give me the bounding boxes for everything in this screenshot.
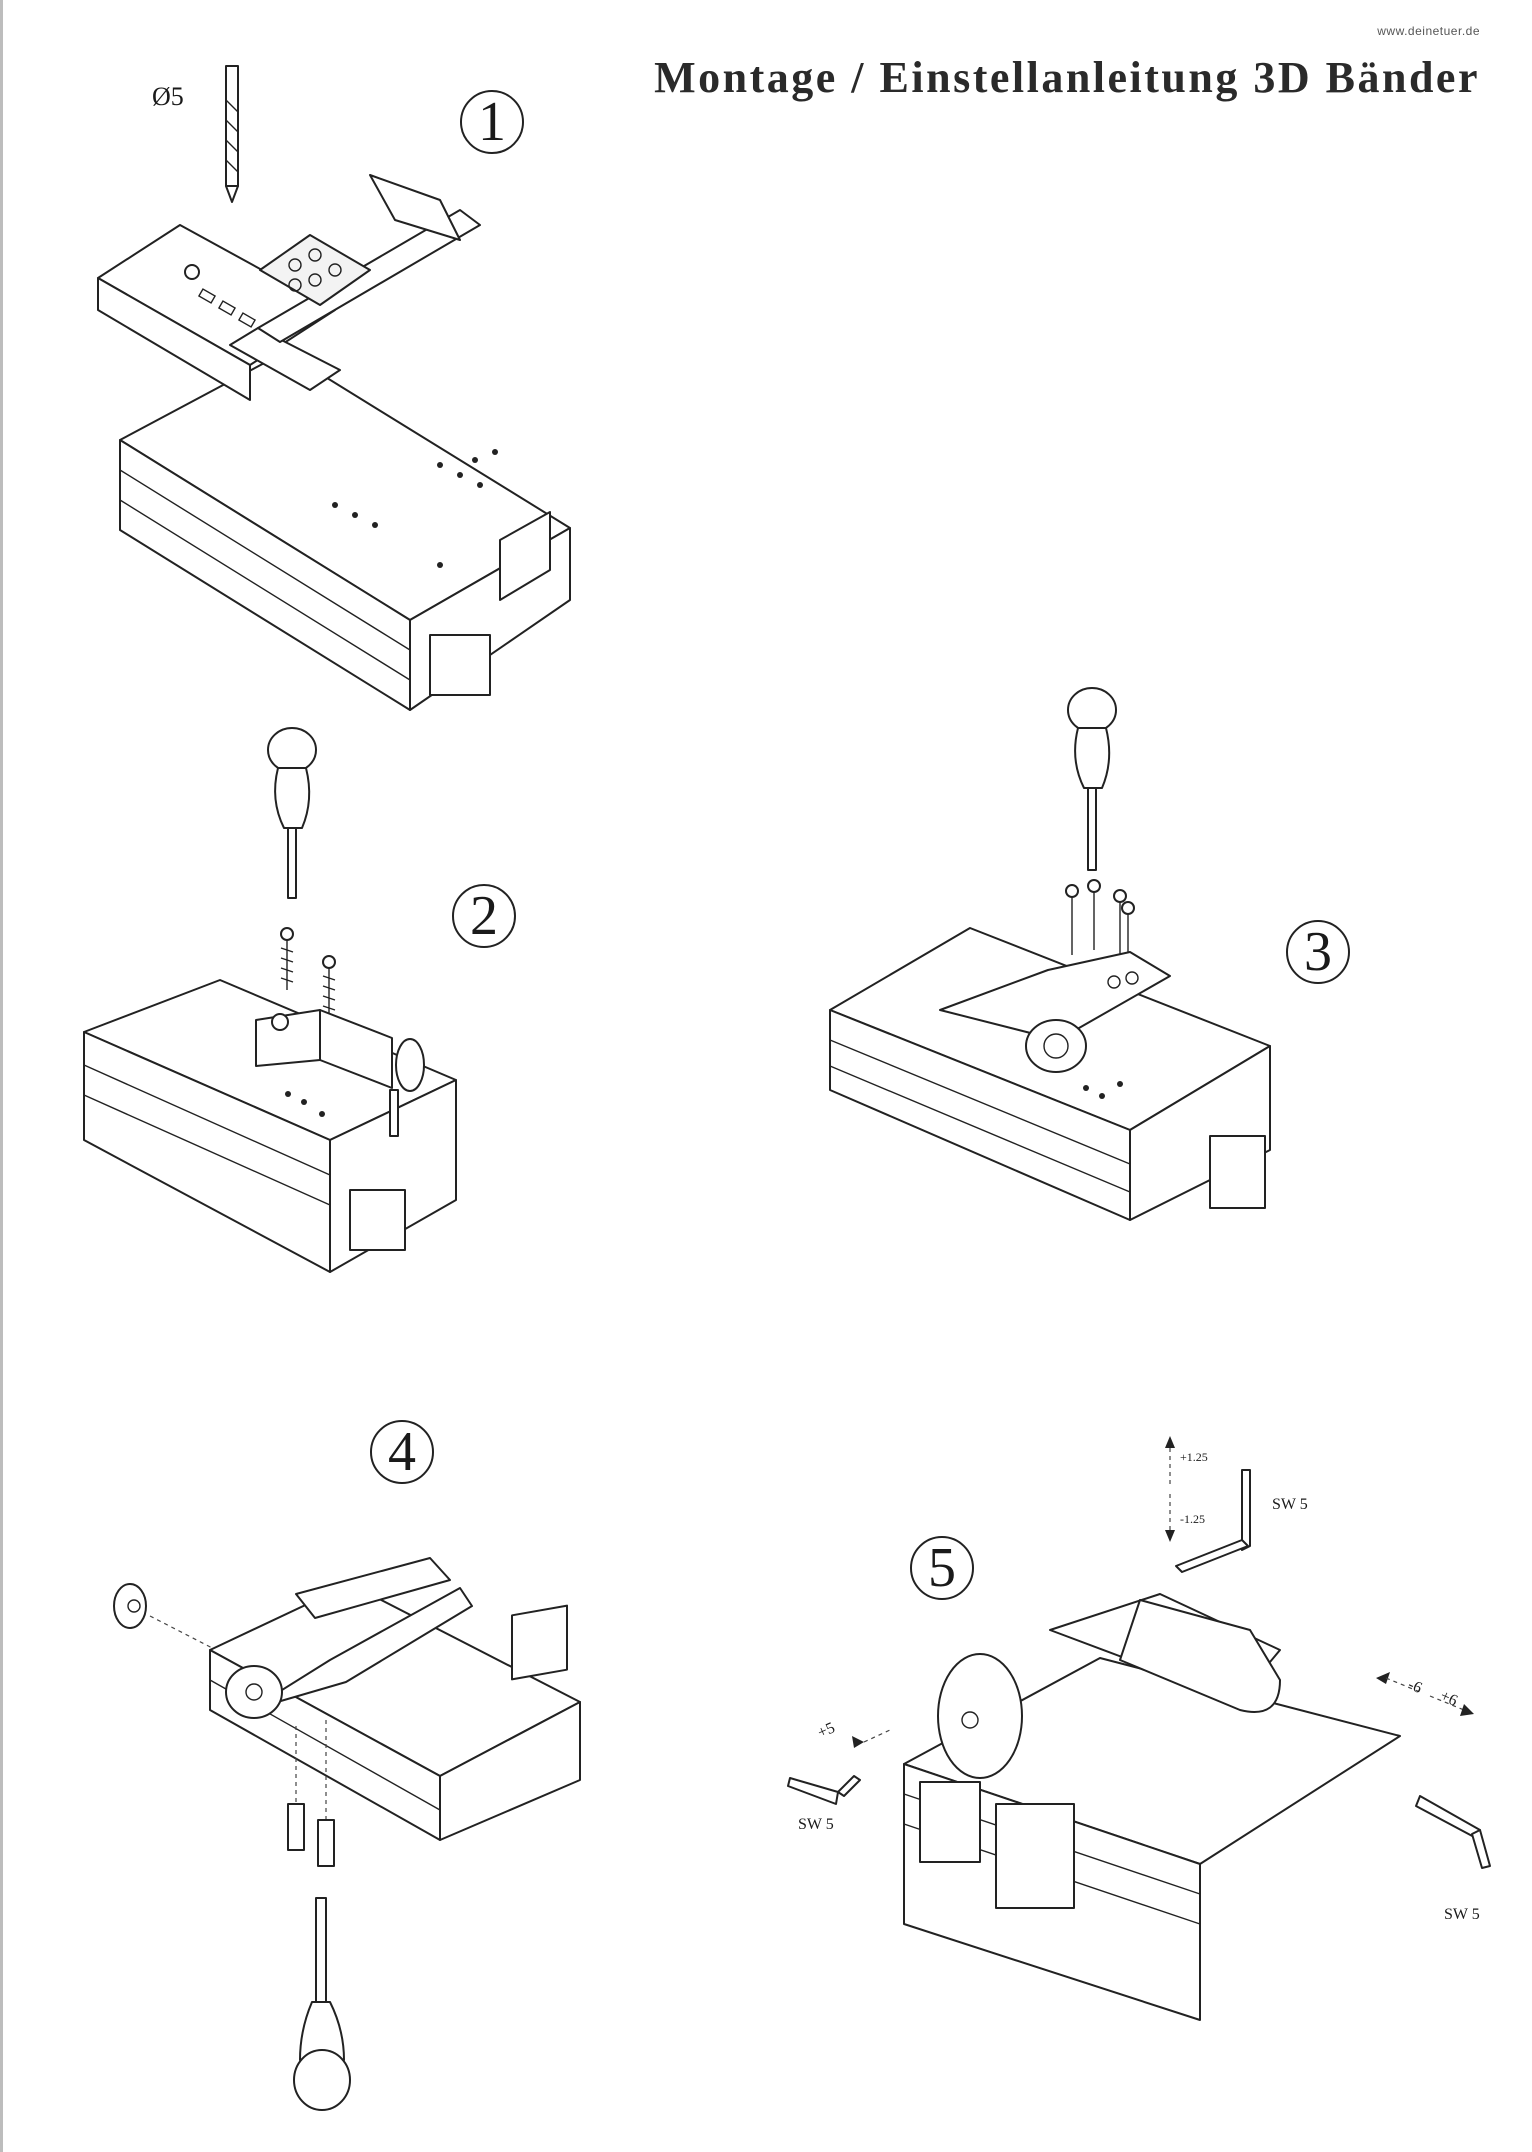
side-adjust-arrows-right bbox=[1376, 1672, 1474, 1716]
step-3-drawing bbox=[829, 687, 1271, 1221]
website-url: www.deinetuer.de bbox=[1377, 24, 1480, 38]
hex-key-top-icon bbox=[1175, 1469, 1251, 1573]
screws bbox=[280, 927, 336, 1016]
drill-diameter-label: Ø5 bbox=[152, 82, 184, 111]
step-5: +1.25 -1.25 SW 5 5 +5 -6 +6 SW 5 SW 5 bbox=[780, 1420, 1500, 2021]
drilling-jig bbox=[97, 174, 481, 401]
step-2-drawing bbox=[83, 727, 457, 1273]
hex-key-right-icon bbox=[1415, 1795, 1491, 1869]
step-1: Ø5 1 bbox=[80, 60, 680, 720]
step-4-number: 4 bbox=[370, 1420, 434, 1484]
hinge-part bbox=[937, 1593, 1281, 1779]
step-2: 2 bbox=[80, 720, 550, 1300]
screwdriver-icon bbox=[267, 727, 317, 899]
step-5-drawing bbox=[787, 1436, 1491, 2021]
hex-key-left-label: SW 5 bbox=[798, 1816, 834, 1833]
hex-key-top-label: SW 5 bbox=[1272, 1496, 1308, 1513]
step-3: 3 bbox=[820, 680, 1380, 1320]
height-plus-label: +1.25 bbox=[1180, 1450, 1208, 1464]
screws bbox=[1065, 879, 1135, 970]
height-adjust-arrows bbox=[1165, 1436, 1175, 1542]
screws bbox=[287, 1720, 335, 1867]
page-edge bbox=[0, 0, 3, 2152]
step-4-drawing bbox=[113, 1557, 581, 2111]
screwdriver-icon bbox=[293, 1897, 351, 2111]
window-profile bbox=[119, 351, 571, 711]
screwdriver-icon bbox=[1067, 687, 1117, 871]
hex-key-left-icon bbox=[787, 1775, 861, 1805]
depth-adjust-arrow-left bbox=[852, 1729, 891, 1748]
step-2-number: 2 bbox=[452, 884, 516, 948]
hinge-part bbox=[939, 951, 1171, 1073]
hinge-part bbox=[255, 1009, 425, 1137]
cover-cap-icon bbox=[113, 1583, 221, 1653]
drill-bit-icon bbox=[225, 65, 239, 203]
height-minus-label: -1.25 bbox=[1180, 1512, 1205, 1526]
step-1-number: 1 bbox=[460, 90, 524, 154]
hinge-part bbox=[225, 1557, 473, 1719]
window-profile bbox=[903, 1657, 1401, 2021]
hex-key-right-label: SW 5 bbox=[1444, 1906, 1480, 1923]
step-5-number: 5 bbox=[910, 1536, 974, 1600]
step-1-drawing bbox=[97, 65, 571, 711]
page-title: Montage / Einstellanleitung 3D Bänder bbox=[654, 53, 1480, 102]
step-4: 4 bbox=[100, 1420, 660, 2140]
step-3-number: 3 bbox=[1286, 920, 1350, 984]
